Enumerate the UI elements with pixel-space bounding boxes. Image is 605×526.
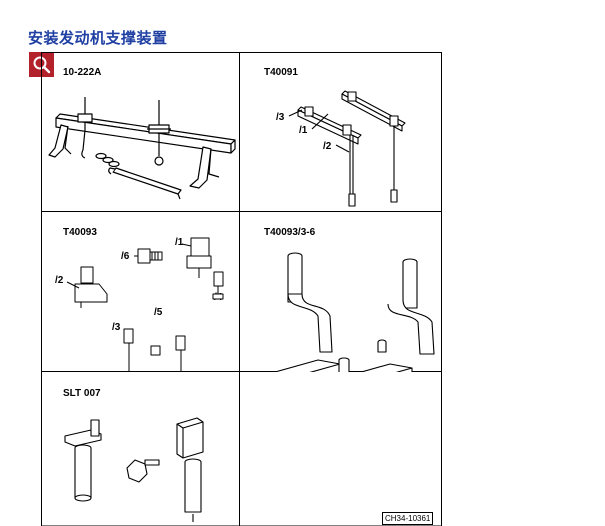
part-label: /1 (175, 237, 184, 248)
t40093-drawing (66, 237, 224, 372)
tool-illustration-sheet: 10-222A (41, 52, 442, 526)
figure-id: CH34-10361 (382, 512, 434, 525)
part-label: /6 (121, 251, 130, 262)
part-label: /2 (55, 275, 64, 286)
cell-slt-007: SLT 007 /1 (41, 372, 239, 526)
page-title: 安装发动机支撑装置 (28, 29, 168, 47)
cell-t40091: T40091 /3 /1 /2 (240, 52, 442, 212)
part-label: /5 (154, 307, 163, 318)
cell-10-222a: 10-222A (41, 52, 239, 212)
cell-t40093: T40093 /6 /1 /2 /4 /5 /3 (41, 212, 239, 372)
cell-t40093-3-6: T40093/3-6 (240, 212, 442, 372)
cell-empty (240, 372, 442, 526)
tool-label: SLT 007 (63, 388, 101, 399)
part-label: /3 (276, 112, 285, 123)
engine-bridge-drawing (48, 97, 236, 200)
magnifier-icon (33, 56, 51, 74)
part-label: /2 (323, 141, 332, 152)
tool-label: 10-222A (63, 67, 102, 78)
slt-007-drawing (64, 417, 204, 522)
tool-label: T40091 (264, 67, 298, 78)
part-label: /3 (112, 322, 121, 333)
part-label: /1 (299, 125, 308, 136)
tool-label: T40093/3-6 (264, 227, 316, 238)
t40091-drawing (288, 90, 406, 207)
tool-label: T40093 (63, 227, 97, 238)
t40093-3-6-drawing (273, 252, 435, 372)
